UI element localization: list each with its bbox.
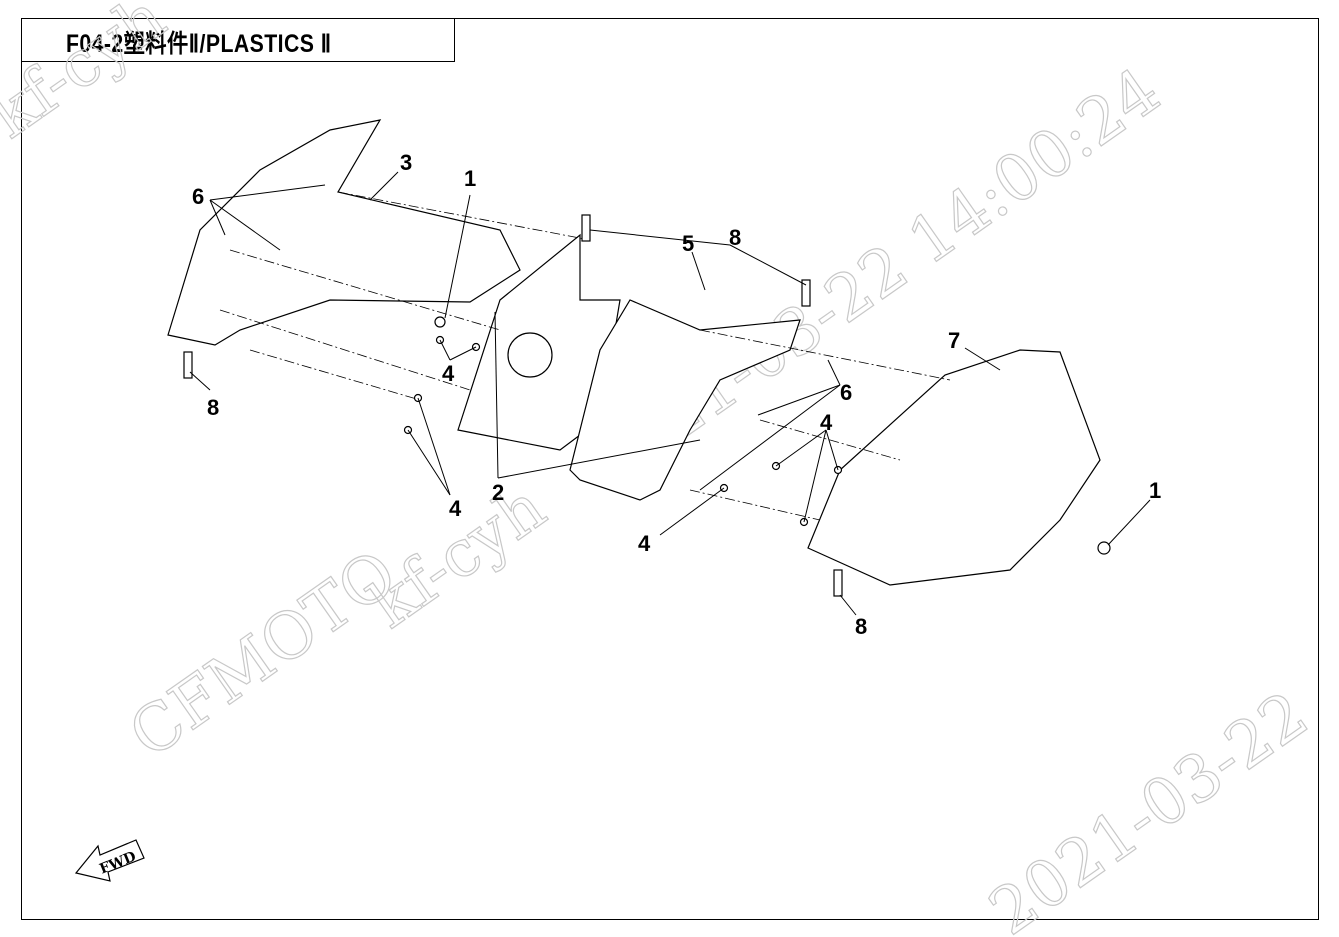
callout-8: 8 bbox=[729, 225, 741, 250]
svg-text:2021-03-22: 2021-03-22 bbox=[977, 678, 1322, 937]
callout-8: 8 bbox=[855, 614, 867, 639]
callout-4: 4 bbox=[820, 410, 833, 435]
title-box bbox=[21, 18, 455, 62]
clip-8-icon bbox=[801, 279, 811, 307]
assembly-lines bbox=[219, 191, 951, 521]
callout-1: 1 bbox=[464, 166, 476, 191]
svg-text:CFMOTO: CFMOTO bbox=[117, 537, 411, 773]
callout-6: 6 bbox=[840, 380, 852, 405]
callout-1: 1 bbox=[1149, 478, 1161, 503]
callout-6: 6 bbox=[192, 184, 204, 209]
callout-4: 4 bbox=[638, 531, 651, 556]
clip-8-icon bbox=[833, 569, 843, 597]
leader-lines bbox=[189, 171, 1151, 616]
bolt-1-icon bbox=[1097, 541, 1111, 555]
svg-text:kf-cyh: kf-cyh bbox=[0, 0, 179, 153]
callout-4: 4 bbox=[449, 496, 462, 521]
part-2-hole bbox=[507, 332, 553, 378]
bolt-1-icon bbox=[434, 316, 446, 328]
part-3-panel bbox=[167, 119, 521, 346]
callout-2: 2 bbox=[492, 480, 504, 505]
callout-5: 5 bbox=[682, 231, 694, 256]
callout-4: 4 bbox=[442, 361, 455, 386]
clip-8-icon bbox=[581, 214, 591, 242]
page-title: F04-2塑料件Ⅱ/PLASTICS Ⅱ bbox=[66, 30, 332, 58]
callout-3: 3 bbox=[400, 150, 412, 175]
part-5-panel bbox=[569, 299, 801, 501]
callout-labels: 3 6 1 8 5 7 6 4 4 8 4 2 4 1 8 bbox=[192, 150, 1161, 639]
clip-8-icon bbox=[183, 351, 193, 379]
callout-8: 8 bbox=[207, 395, 219, 420]
part-7-panel bbox=[807, 349, 1101, 586]
callout-7: 7 bbox=[948, 328, 960, 353]
drawing-frame bbox=[21, 18, 1319, 920]
fwd-arrow-icon: FWD bbox=[74, 839, 145, 882]
